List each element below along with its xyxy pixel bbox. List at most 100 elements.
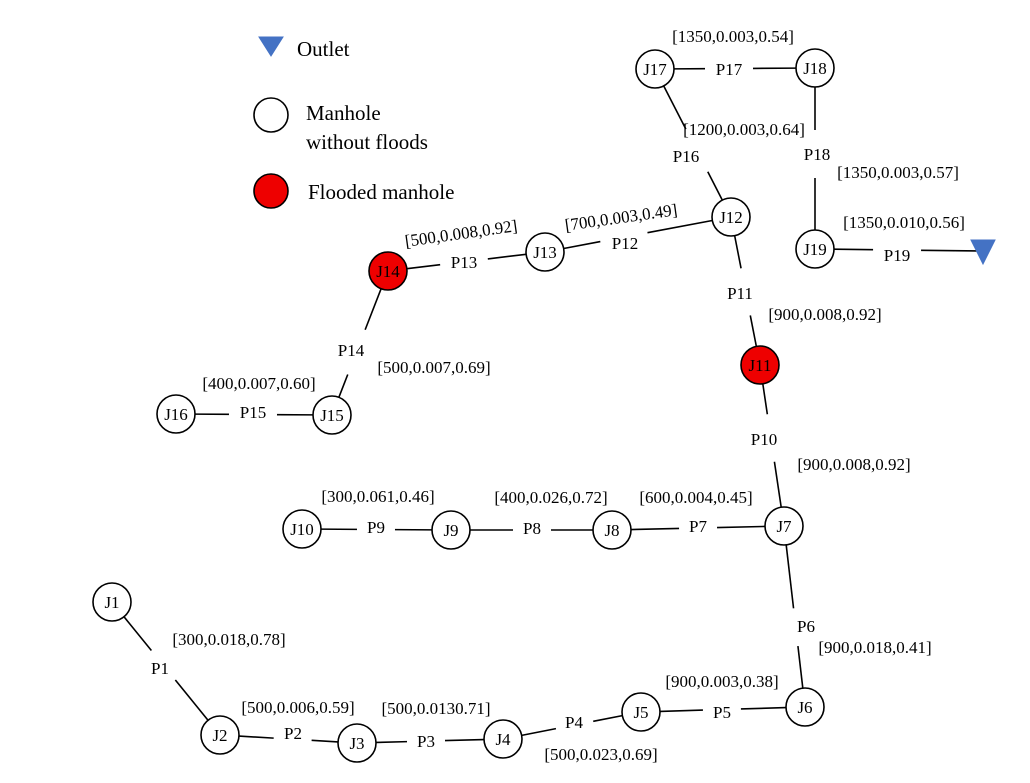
node-j17-circle [635,49,675,89]
legend-manhole-label-line1: Manhole [306,101,381,125]
node-j14-label: J14 [376,262,400,281]
node-j9-label: J9 [443,521,458,540]
pipe-label-p5: P5 [713,703,731,722]
pipe-lines [123,67,978,744]
pipe-label-p16: P16 [673,147,699,166]
node-j17-label: J17 [643,60,667,79]
pipe-label-p8: P8 [523,519,541,538]
pipe-p13-line-b [487,253,527,260]
pipe-attr-p10: [900,0.008,0.92] [797,455,910,474]
legend-flooded-label: Flooded manhole [308,180,454,204]
pipe-label-p19: P19 [884,246,910,265]
node-j6-label: J6 [797,698,812,717]
outlet-triangle-icon [258,36,284,57]
pipe-attr-p13: [500,0.008,0.92] [404,216,519,251]
pipe-attr-p9: [300,0.061,0.46] [321,487,434,506]
legend-manhole-label-line2: without floods [306,130,428,154]
node-j6-circle [785,687,825,727]
pipe-label-p18: P18 [804,145,830,164]
outlet-triangle-icon [970,239,996,266]
pipe-p16-line-a [707,171,724,201]
pipe-label-p13: P13 [451,253,477,272]
pipe-p4-line-a [521,727,557,737]
pipe-attr-p11: [900,0.008,0.92] [768,305,881,324]
node-j4-label: J4 [495,730,511,749]
pipe-attr-p4: [500,0.023,0.69] [544,745,657,764]
node-j12-circle [711,197,751,237]
pipe-p10-line-b [762,383,769,415]
pipe-attr-p3: [500,0.0130.71] [381,699,490,718]
pipe-p2-line-b [311,739,339,743]
pipe-label-p1: P1 [151,659,169,678]
node-j10-circle [282,509,322,549]
node-j5-circle [621,692,661,732]
pipe-label-p9: P9 [367,518,385,537]
pipe-p13-line-a [406,263,441,270]
node-j16-label: J16 [164,405,188,424]
node-j10-label: J10 [290,520,314,539]
node-j1-circle [92,582,132,622]
pipe-p7-line-b [717,525,766,529]
pipe-label-p12: P12 [612,234,638,253]
pipe-p3-line-b [444,738,485,742]
pipe-label-p10: P10 [751,430,777,449]
flooded-circle-icon [253,173,289,209]
pipe-p5-line-b [740,706,787,710]
pipe-p19-line-b [921,249,978,252]
pipe-attribute-labels: [300,0.018,0.78] [500,0.006,0.59] [500,0.0… [172,27,965,764]
node-j4-circle [483,719,523,759]
pipe-p6-line-a [797,645,804,689]
pipe-p5-line-a [659,709,703,713]
pipe-attr-p2: [500,0.006,0.59] [241,698,354,717]
pipe-p16-line-b [662,85,687,130]
pipe-attr-p8: [400,0.026,0.72] [494,488,607,507]
node-j1-label: J1 [104,593,119,612]
pipe-p11-line-b [733,235,742,269]
pipe-label-p7: P7 [689,517,707,536]
pipe-label-p4: P4 [565,713,583,732]
node-j15-label: J15 [320,406,344,425]
node-j5-label: J5 [633,703,648,722]
node-j19-label: J19 [803,240,827,259]
pipe-label-p2: P2 [284,724,302,743]
node-j9-circle [431,510,471,550]
node-j12-label: J12 [719,208,743,227]
node-j3-circle [337,723,377,763]
pipe-p1-line-a [123,616,153,652]
node-j8-label: J8 [604,521,619,540]
pipe-attr-p6: [900,0.018,0.41] [818,638,931,657]
pipe-p4-line-b [593,714,623,723]
node-j15-circle [312,395,352,435]
node-j3-label: J3 [349,734,364,753]
node-j2-label: J2 [212,726,227,745]
pipe-attr-p18: [1350,0.003,0.57] [837,163,959,182]
pipe-p12-line-b [647,219,713,234]
pipe-attr-p19: [1350,0.010,0.56] [843,213,965,232]
node-j19-circle [795,229,835,269]
pipe-label-p17: P17 [716,60,743,79]
node-j13-label: J13 [533,243,557,262]
pipe-p14-line-b [364,288,382,331]
pipe-label-p14: P14 [338,341,365,360]
pipe-attr-p14: [500,0.007,0.69] [377,358,490,377]
node-j11-label: J11 [749,356,772,375]
pipe-p7-line-a [630,527,680,531]
node-j7-label: J7 [776,517,792,536]
pipe-label-p3: P3 [417,732,435,751]
pipe-p6-line-b [785,544,795,609]
node-j18-circle [795,48,835,88]
pipe-p2-line-a [238,735,274,739]
pipe-p10-line-a [773,461,782,508]
legend: Outlet Manhole without floods Flooded ma… [253,36,454,209]
pipe-attr-p15: [400,0.007,0.60] [202,374,315,393]
manhole-circle-icon [253,97,289,133]
pipe-label-p15: P15 [240,403,266,422]
node-j2-circle [200,715,240,755]
pipe-p1-line-b [174,679,209,721]
pipe-attr-p7: [600,0.004,0.45] [639,488,752,507]
pipe-attr-p1: [300,0.018,0.78] [172,630,285,649]
pipe-p14-line-a [338,374,349,398]
node-j18-label: J18 [803,59,827,78]
